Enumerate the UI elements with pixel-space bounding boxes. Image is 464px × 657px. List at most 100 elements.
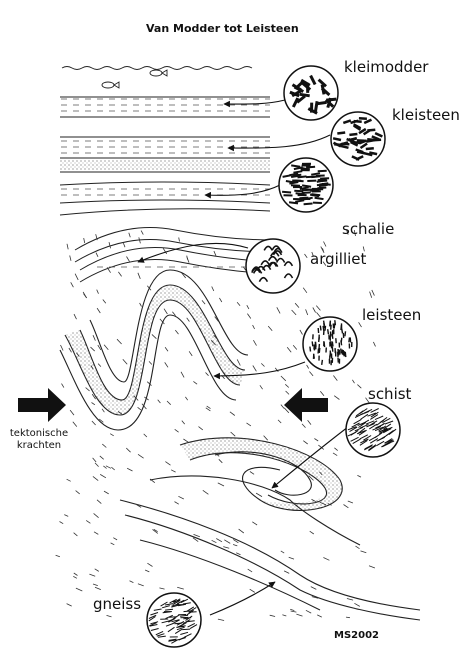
foliation-dash xyxy=(293,345,297,349)
foliation-dash xyxy=(98,364,101,367)
foliation-dash xyxy=(56,555,60,556)
texture-grain xyxy=(319,337,320,342)
foliation-dash xyxy=(307,365,309,369)
foliation-dash xyxy=(179,238,180,242)
foliation-dash xyxy=(354,603,359,606)
foliation-dash xyxy=(74,314,77,319)
force-arrow-left xyxy=(18,388,66,422)
foliation-dash xyxy=(306,610,311,613)
foliation-dash xyxy=(97,500,101,504)
foliation-dash xyxy=(92,421,96,425)
signature: MS2002 xyxy=(334,630,379,641)
foliation-dash xyxy=(107,615,112,617)
foliation-dash xyxy=(147,563,152,566)
texture-grain xyxy=(182,629,190,630)
texture-grain xyxy=(323,326,324,331)
foliation-dash xyxy=(250,589,255,592)
foliation-dash xyxy=(145,570,149,572)
texture-circle-schist xyxy=(346,403,400,457)
force-label-line2: krachten xyxy=(4,440,74,452)
foliation-dash xyxy=(320,391,324,396)
foliation-dash xyxy=(253,325,255,329)
foliation-dash xyxy=(289,557,294,559)
foliation-dash xyxy=(250,472,254,475)
foliation-dash xyxy=(182,421,185,425)
foliation-dash xyxy=(318,445,323,449)
foliation-dash xyxy=(237,359,240,365)
foliation-dash xyxy=(302,424,306,428)
foliation-dash xyxy=(223,547,229,549)
foliation-dash xyxy=(352,380,354,383)
foliation-dash xyxy=(248,569,252,572)
foliation-dash xyxy=(373,342,375,347)
foliation-dash xyxy=(111,467,114,470)
texture-grain xyxy=(342,329,343,334)
foliation-dash xyxy=(86,520,90,523)
foliation-dash xyxy=(96,253,98,257)
foliation-dash xyxy=(126,448,130,452)
foliation-dash xyxy=(247,314,250,319)
texture-grain xyxy=(300,94,310,96)
foliation-dash xyxy=(67,244,68,250)
foliation-dash xyxy=(106,466,111,469)
texture-grain xyxy=(349,134,357,135)
foliation-dash xyxy=(167,401,171,405)
texture-circle-schalie xyxy=(279,158,333,212)
foliation-dash xyxy=(97,290,99,294)
foliation-dash xyxy=(206,373,209,376)
foliation-dash xyxy=(74,573,78,576)
foliation-dash xyxy=(203,490,209,494)
foliation-dash xyxy=(61,345,64,351)
foliation-dash xyxy=(281,551,284,553)
foliation-dash xyxy=(71,282,74,287)
foliation-dash xyxy=(291,611,297,612)
texture-grain xyxy=(299,198,308,199)
foliation-dash xyxy=(123,243,125,247)
fish-icon xyxy=(102,70,167,88)
foliation-dash xyxy=(175,429,179,432)
foliation-dash xyxy=(175,502,179,505)
claystone-layers xyxy=(60,137,270,215)
foliation-dash xyxy=(357,385,361,389)
texture-grain xyxy=(345,352,346,357)
texture-grain xyxy=(320,326,321,331)
texture-grain xyxy=(312,341,313,346)
texture-grain xyxy=(282,192,291,193)
texture-grain xyxy=(328,329,329,334)
foliation-dash xyxy=(282,615,286,616)
foliation-dash xyxy=(93,335,95,340)
foliation-dash xyxy=(178,496,183,499)
foliation-dash xyxy=(127,468,132,471)
foliation-dash xyxy=(372,290,375,296)
texture-grain xyxy=(306,167,315,168)
foliation-dash xyxy=(140,303,142,307)
foliation-dash xyxy=(306,309,308,315)
foliation-dash xyxy=(300,330,303,335)
foliation-dash xyxy=(103,300,106,304)
foliation-dash xyxy=(95,463,99,467)
texture-grain xyxy=(341,349,342,354)
texture-grain xyxy=(291,185,300,186)
texture-grain xyxy=(292,175,301,176)
foliation-dash xyxy=(164,309,167,314)
foliation-dash xyxy=(102,409,104,412)
label-schalie: schalie xyxy=(342,220,394,238)
foliation-dash xyxy=(138,454,144,458)
diagram-title: Van Modder tot Leisteen xyxy=(146,22,299,35)
foliation-dash xyxy=(236,553,240,555)
foliation-dash xyxy=(308,420,311,424)
foliation-dash xyxy=(214,251,216,256)
foliation-dash xyxy=(237,302,240,306)
foliation-dash xyxy=(177,587,184,589)
foliation-dash xyxy=(253,340,256,345)
foliation-dash xyxy=(110,434,114,436)
foliation-dash xyxy=(292,310,297,315)
foliation-dash xyxy=(247,305,249,309)
foliation-dash xyxy=(138,407,141,410)
foliation-dash xyxy=(95,569,99,572)
texture-grain xyxy=(311,176,320,177)
foliation-dash xyxy=(92,403,95,405)
foliation-dash xyxy=(144,434,147,437)
foliation-dash xyxy=(277,307,280,313)
